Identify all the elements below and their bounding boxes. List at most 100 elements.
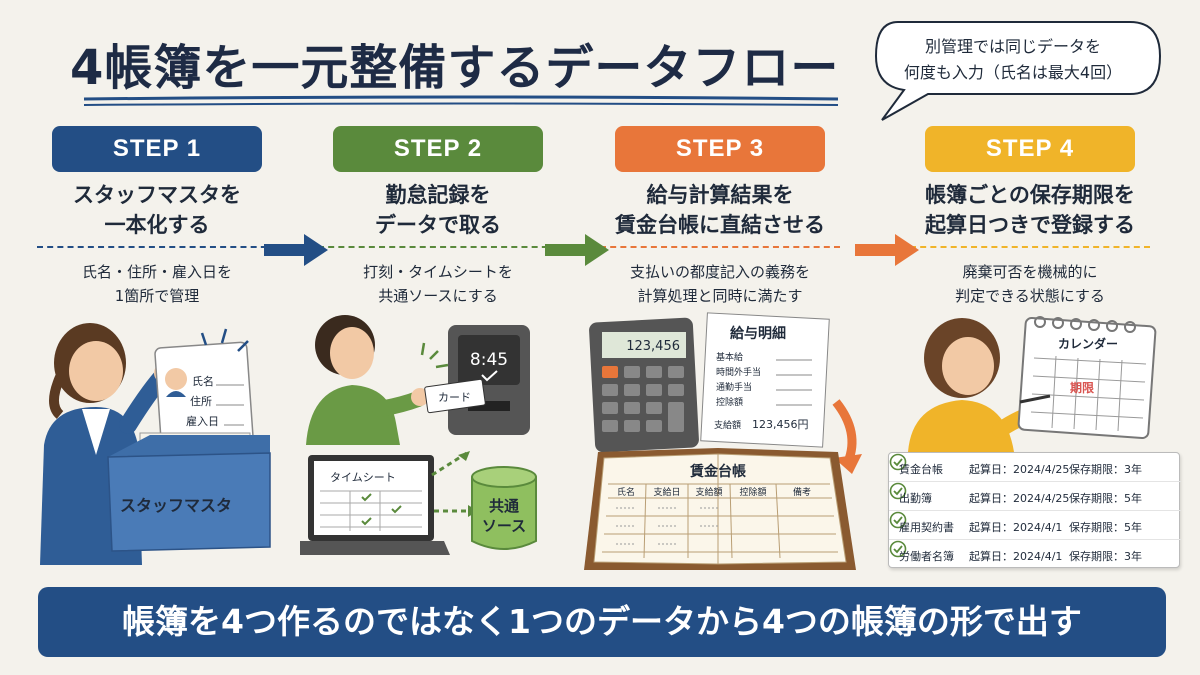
box-label: スタッフマスタ [120, 496, 232, 515]
step-2-pill: STEP 2 [333, 126, 543, 172]
step-2-title-line-1: 勤怠記録を [385, 183, 491, 207]
record-start: 起算日：2024/4/1 [969, 550, 1063, 563]
calendar-title: カレンダー [1058, 336, 1118, 351]
retention-table: 賃金台帳 起算日：2024/4/25 保存期限：3年 出勤簿 起算日：2024/… [888, 452, 1181, 569]
step-3-desc: 支払いの都度記入の義務を 計算処理と同時に満たす [585, 260, 855, 308]
step-2-title-line-2: データで取る [375, 213, 501, 237]
table-row: 労働者名簿 起算日：2024/4/1 保存期限：3年 [889, 540, 1181, 569]
ledger-column: 備考 [793, 486, 811, 498]
step-3-pill: STEP 3 [615, 126, 825, 172]
record-start: 起算日：2024/4/1 [969, 521, 1063, 534]
record-period: 保存期限：5年 [1069, 521, 1142, 534]
record-period: 保存期限：3年 [1069, 550, 1142, 563]
step-1-illustration: 氏名 住所 雇入日 スタッフマスタ [40, 323, 271, 565]
step-3-illustration: 123,456 給与明細 基本給 時間外手当 通勤手当 控除額 支給額 123,… [584, 312, 862, 570]
step-1-desc-line-2: 1箇所で管理 [114, 287, 200, 305]
step-3-desc-line-2: 計算処理と同時に満たす [637, 287, 803, 305]
ledger-column: 支給額 [695, 486, 722, 498]
table-row: 雇用契約書 起算日：2024/4/1 保存期限：5年 [889, 511, 1181, 540]
payslip: 給与明細 基本給 時間外手当 通勤手当 控除額 支給額 123,456円 [700, 312, 830, 448]
step-3-title-line-1: 給与計算結果を [646, 183, 794, 207]
step-2-desc-line-1: 打刻・タイムシートを [363, 263, 513, 281]
record-period: 保存期限：5年 [1069, 492, 1142, 505]
id-card: 氏名 住所 雇入日 [154, 341, 254, 449]
payslip-total-label: 支給額 [714, 419, 741, 431]
card-address-label: 住所 [190, 394, 212, 408]
step-4-pill: STEP 4 [925, 126, 1135, 172]
record-name: 賃金台帳 [899, 463, 943, 476]
shared-source-cylinder: 共通 ソース [471, 466, 537, 550]
time-card: カード [424, 378, 486, 414]
step-1-divider [37, 246, 277, 248]
calculator-display: 123,456 [626, 339, 680, 354]
check-circle-icon [889, 511, 907, 529]
source-label-1: 共通 [489, 497, 519, 515]
step-3-divider [600, 246, 840, 248]
payslip-item: 基本給 [716, 351, 743, 363]
ledger-title: 賃金台帳 [689, 463, 746, 480]
step-3-desc-line-1: 支払いの都度記入の義務を [629, 263, 810, 281]
step-4-title: 帳簿ごとの保存期限を 起算日つきで登録する [895, 180, 1165, 240]
step-4-title-line-1: 帳簿ごとの保存期限を [925, 183, 1135, 207]
step-1-desc-line-1: 氏名・住所・雇入日を [81, 263, 232, 281]
step-4-desc-line-1: 廃棄可否を機械的に [962, 263, 1098, 281]
ledger-column: 控除額 [739, 486, 766, 498]
timesheet-title: タイムシート [330, 471, 396, 484]
step-1-title-line-2: 一本化する [104, 213, 210, 237]
speech-bubble: 別管理では同じデータを 何度も入力（氏名は最大4回） [868, 16, 1168, 121]
title-underline [83, 95, 839, 106]
arrow-right-icon [545, 234, 609, 266]
step-2-desc: 打刻・タイムシートを 共通ソースにする [303, 260, 573, 308]
bubble-line-1: 別管理では同じデータを [924, 37, 1101, 56]
step-2-illustration: 8:45 カード タイムシート 共通 ソース [300, 315, 537, 555]
check-circle-icon [889, 482, 907, 500]
arrow-right-icon [264, 234, 328, 266]
step-2-divider [318, 246, 558, 248]
step-2-desc-line-2: 共通ソースにする [378, 287, 498, 305]
step-4-desc: 廃棄可否を機械的に 判定できる状態にする [895, 260, 1165, 308]
summary-banner: 帳簿を4つ作るのではなく1つのデータから4つの帳簿の形で出す [38, 587, 1166, 657]
step-1-pill: STEP 1 [52, 126, 262, 172]
record-period: 保存期限：3年 [1069, 463, 1142, 476]
step-3-title-line-2: 賃金台帳に直結させる [615, 213, 825, 237]
card-name-label: 氏名 [192, 374, 214, 388]
step-4-title-line-2: 起算日つきで登録する [925, 213, 1135, 237]
source-label-2: ソース [482, 517, 526, 535]
card-hire-label: 雇入日 [186, 414, 219, 428]
record-name: 労働者名簿 [899, 550, 954, 563]
payslip-item: 時間外手当 [716, 366, 761, 378]
record-name: 出勤簿 [899, 492, 932, 505]
card-label: カード [438, 391, 471, 404]
bubble-line-2: 何度も入力（氏名は最大4回） [903, 63, 1123, 82]
time-clock: 8:45 [448, 325, 530, 435]
step-1-title: スタッフマスタを 一本化する [22, 180, 292, 240]
step-1-desc: 氏名・住所・雇入日を 1箇所で管理 [22, 260, 292, 308]
check-circle-icon [889, 540, 907, 558]
step-1-title-line-1: スタッフマスタを [73, 183, 241, 207]
clock-time: 8:45 [470, 350, 508, 370]
arrow-right-icon [855, 234, 919, 266]
table-row: 賃金台帳 起算日：2024/4/25 保存期限：3年 [889, 453, 1181, 482]
payslip-item: 控除額 [716, 396, 743, 408]
step-3-title: 給与計算結果を 賃金台帳に直結させる [585, 180, 855, 240]
payslip-item: 通勤手当 [716, 381, 752, 393]
staff-master-box: スタッフマスタ [107, 432, 271, 552]
ledger-column: 氏名 [617, 486, 635, 498]
step-4-desc-line-2: 判定できる状態にする [955, 287, 1105, 305]
step-4-illustration: カレンダー 期限 [908, 316, 1157, 452]
step-4-divider [910, 246, 1150, 248]
person-face [69, 341, 123, 401]
ledger-column: 支給日 [653, 486, 680, 498]
step-2-title: 勤怠記録を データで取る [303, 180, 573, 240]
record-start: 起算日：2024/4/25 [969, 492, 1070, 505]
check-circle-icon [889, 453, 907, 471]
page-title: 4帳簿を一元整備するデータフロー [70, 40, 840, 96]
wage-ledger-book: 賃金台帳 氏名 支給日 支給額 控除額 備考 [584, 448, 856, 570]
payslip-title: 給与明細 [730, 325, 786, 342]
record-name: 雇用契約書 [899, 521, 954, 534]
laptop: タイムシート [300, 455, 450, 555]
record-start: 起算日：2024/4/25 [969, 463, 1070, 476]
calendar-icon: カレンダー 期限 [1017, 316, 1157, 439]
calculator-icon: 123,456 [589, 317, 699, 453]
table-row: 出勤簿 起算日：2024/4/25 保存期限：5年 [889, 482, 1181, 511]
